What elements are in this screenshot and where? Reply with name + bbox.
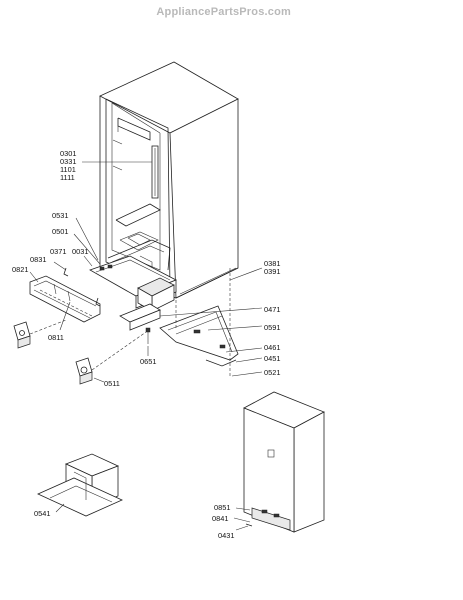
part-label-0521: 0521 [264,368,280,377]
part-label-0531: 0531 [52,211,68,220]
part-label-0031: 0031 [72,247,88,256]
part-label-0471: 0471 [264,305,280,314]
part-label-0501: 0501 [52,227,68,236]
part-label-0841: 0841 [212,514,228,523]
part-label-0851: 0851 [214,503,230,512]
drain-bracket [159,305,239,367]
roller-assembly [75,357,93,385]
clip-part [63,267,101,307]
refrigerator-cabinet [99,61,239,299]
part-label-0591: 0591 [264,323,280,332]
base-assembly [89,255,177,312]
part-label-0461: 0461 [264,343,280,352]
watermark: AppliancePartsPros.com [156,6,291,18]
part-label-1101: 1101 [60,165,76,174]
part-label-0651: 0651 [140,357,156,366]
part-label-0431: 0431 [218,531,234,540]
part-label-0331: 0331 [60,157,76,166]
leveling-bracket [119,303,161,344]
toe-grille [29,275,101,323]
part-label-0821: 0821 [12,265,28,274]
shipping-crate [37,453,123,517]
part-label-0371: 0371 [50,247,66,256]
hinge-part [13,321,31,349]
part-label-0391: 0391 [264,267,280,276]
part-label-0511: 0511 [104,379,120,388]
part-label-0831: 0831 [30,255,46,264]
part-label-0541: 0541 [34,509,50,518]
leader-lines [29,161,263,531]
part-label-0381: 0381 [264,259,280,268]
part-label-1111: 1111 [60,173,75,182]
part-label-0451: 0451 [264,354,280,363]
part-label-0301: 0301 [60,149,76,158]
cabinet-rear-view [243,391,325,533]
part-label-0811: 0811 [48,333,64,342]
part-labels: 0301 0331 1101 1111 0531 0501 0371 0031 … [12,149,280,540]
